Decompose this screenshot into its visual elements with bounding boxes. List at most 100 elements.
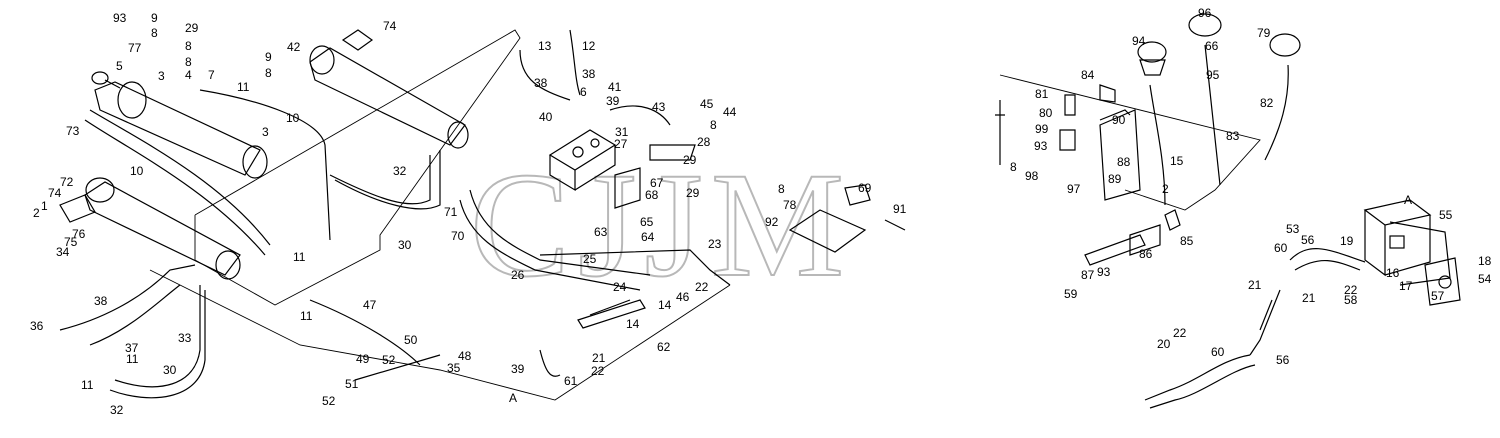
callout-label: 10 [130, 164, 144, 178]
callout-label: 74 [383, 19, 397, 33]
callout-label: 8 [1010, 160, 1017, 174]
callout-label: 42 [287, 40, 301, 54]
callout-label: 31 [615, 125, 629, 139]
callout-label: 3 [262, 125, 269, 139]
callout-label: 6 [580, 85, 587, 99]
callout-label: 80 [1039, 106, 1053, 120]
callout-label: 54 [1478, 272, 1492, 286]
callout-label: 67 [650, 176, 664, 190]
callout-label: 56 [1276, 353, 1290, 367]
callout-label: 69 [858, 181, 872, 195]
callout-label: 17 [1399, 279, 1413, 293]
callout-label: 14 [626, 317, 640, 331]
callout-label: 9 [265, 50, 272, 64]
callout-label: 44 [723, 105, 737, 119]
callout-label: 21 [1248, 278, 1262, 292]
callout-label: 35 [447, 361, 461, 375]
callout-label: 98 [1025, 169, 1039, 183]
callout-label: 11 [126, 352, 139, 366]
callout-label: 71 [444, 205, 458, 219]
callout-label: 21 [592, 351, 606, 365]
callout-label: 97 [1067, 182, 1081, 196]
callout-label: 79 [1257, 26, 1271, 40]
callout-label: 22 [1173, 326, 1187, 340]
callout-label: 53 [1286, 222, 1300, 236]
callout-label: 34 [56, 245, 70, 259]
callout-label: 23 [708, 237, 722, 251]
callout-label: 60 [1274, 241, 1288, 255]
watermark: CJJM [469, 141, 852, 309]
callout-label: 8 [778, 182, 785, 196]
callout-label: 45 [700, 97, 714, 111]
callout-label: 32 [393, 164, 407, 178]
callout-label: A [1404, 193, 1412, 207]
callout-label: 96 [1198, 6, 1212, 20]
callout-label: 39 [606, 94, 620, 108]
callout-label: 14 [658, 298, 672, 312]
callout-label: 59 [1064, 287, 1078, 301]
control-valve [548, 129, 617, 192]
callout-label: 2 [1162, 182, 1169, 196]
callout-label: 60 [1211, 345, 1225, 359]
callout-label: 38 [534, 76, 548, 90]
callout-label: 65 [640, 215, 654, 229]
callout-label: 32 [110, 403, 124, 417]
callout-label: 85 [1180, 234, 1194, 248]
callout-label: 89 [1108, 172, 1122, 186]
callout-label: 99 [1035, 122, 1049, 136]
hydraulic-cylinder-top [309, 29, 469, 149]
callout-label: 10 [286, 111, 300, 125]
lever-assembly [995, 13, 1301, 266]
callout-label: 94 [1132, 34, 1146, 48]
callout-label: 37 [125, 341, 139, 355]
callout-label: 33 [178, 331, 192, 345]
callout-label: 75 [64, 235, 78, 249]
callout-label: 9 [151, 11, 158, 25]
callout-label: 7 [208, 68, 215, 82]
callout-label: 62 [657, 340, 671, 354]
callout-label: 93 [1034, 139, 1048, 153]
callout-label: 49 [356, 352, 370, 366]
hoses-center [459, 29, 731, 377]
callout-label: 29 [683, 153, 697, 167]
callout-label: 29 [686, 186, 700, 200]
callout-label: 55 [1439, 208, 1453, 222]
callout-label: 1 [41, 199, 48, 213]
callout-label: 51 [345, 377, 359, 391]
callout-label: 90 [1112, 113, 1126, 127]
callout-label: 92 [765, 215, 779, 229]
callout-label: 29 [185, 21, 199, 35]
callout-label: 46 [676, 290, 690, 304]
callout-label: 52 [322, 394, 336, 408]
callout-label: 83 [1226, 129, 1240, 143]
callout-label: 41 [608, 80, 622, 94]
callout-label: 40 [539, 110, 553, 124]
callout-label: 27 [614, 137, 628, 151]
callout-label: 22 [1344, 283, 1358, 297]
callout-label: 70 [451, 229, 465, 243]
callout-label: 15 [1170, 154, 1184, 168]
callout-label: 11 [300, 309, 313, 323]
callout-label: 87 [1081, 268, 1095, 282]
callout-label: 20 [1157, 337, 1171, 351]
callout-label: 5 [116, 59, 123, 73]
callout-label: 11 [293, 250, 306, 264]
watermark-text: CJJM [470, 142, 852, 308]
callout-label: 47 [363, 298, 377, 312]
callout-label: 63 [594, 225, 608, 239]
bracket-67 [614, 144, 696, 209]
callout-label: 22 [591, 364, 605, 378]
hydraulic-cylinder-upper [91, 71, 268, 179]
pump-59 [1363, 199, 1461, 306]
callout-label: 57 [1431, 289, 1445, 303]
callout-label: 81 [1035, 87, 1049, 101]
callout-label: 25 [583, 252, 597, 266]
callout-label: 11 [237, 80, 250, 94]
callout-label: 77 [128, 41, 142, 55]
callout-label: 86 [1139, 247, 1153, 261]
callout-label: 76 [72, 227, 86, 241]
callout-label: 50 [404, 333, 418, 347]
callout-label: 66 [1205, 39, 1219, 53]
callout-label: 26 [511, 268, 525, 282]
